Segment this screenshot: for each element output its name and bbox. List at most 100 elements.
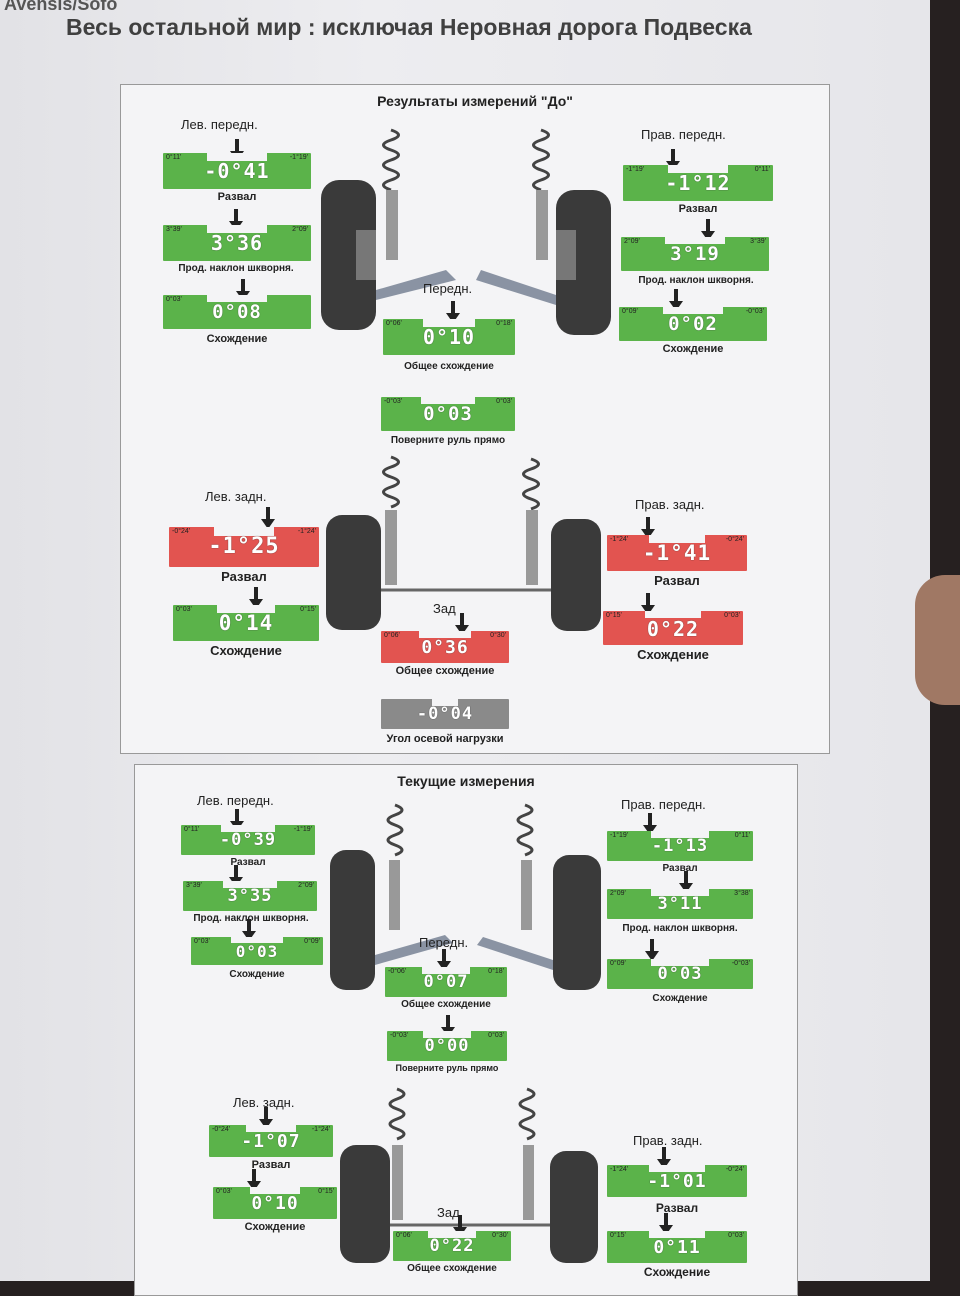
steering-value: 0°03 [423,403,473,426]
rear-left-toe-caption: Схождение [244,1221,306,1233]
rear-total-arrow [455,613,469,635]
front-right-toe-arrow [645,939,659,961]
front-right-caster-caption: Прод. наклон шкворня. [638,275,754,286]
rear-total-toe-gauge: 0°06' 0°30' 0°36 [381,631,509,663]
rear-left-toe-arrow [247,1169,261,1191]
front-total-toe-gauge: -0°06' 0°18' 0°07 [385,967,507,997]
front-right-toe-arrow [669,289,683,311]
rear-right-toe-gauge: 0°15' 0°03' 0°11 [607,1231,747,1263]
rear-right-camber-value: -1°41 [642,541,712,566]
front-right-caster-arrow [701,219,715,241]
rear-right-toe-caption: Схождение [643,1265,711,1279]
printout-sheet: Avensis/Sofo Весь остальной мир : исключ… [0,0,930,1296]
front-right-camber-value: -1°12 [665,171,731,196]
front-right-camber-gauge: -1°19' 0°11' -1°13 [607,831,753,861]
rear-left-camber-arrow [259,1107,273,1129]
rear-right-camber-arrow [657,1147,671,1169]
rear-total-label: Зад [437,1205,460,1220]
front-left-camber-caption: Развал [230,857,266,868]
spec-region-header: Весь остальной мир : исключая Неровная д… [66,14,752,40]
thumb [915,575,960,705]
rear-left-toe-gauge: 0°03' 0°15' 0°10 [213,1187,337,1219]
front-left-caster-value: 3°36 [210,231,264,256]
rear-right-camber-gauge: -1°24' -0°24' -1°41 [607,535,747,571]
front-total-caption: Общее схождение [401,999,491,1010]
front-left-toe-caption: Схождение [206,333,268,345]
front-right-caster-caption: Прод. наклон шкворня. [622,923,738,934]
front-right-toe-gauge: 0°09' -0°03' 0°02 [619,307,767,341]
front-left-toe-gauge: 0°03' 0°09' 0°03 [191,937,323,965]
steering-gauge: -0°03' 0°03' 0°00 [387,1031,507,1061]
rear-right-toe-gauge: 0°15' 0°03' 0°22 [603,611,743,645]
rear-left-label: Лев. задн. [233,1095,295,1110]
rear-left-camber-value: -1°25 [208,534,280,560]
vehicle-model-header: Avensis/Sofo [4,0,118,14]
rear-left-toe-gauge: 0°03' 0°15' 0°14 [173,605,319,641]
front-left-toe-arrow [242,919,256,941]
thrust-angle-value: -0°04 [416,704,474,725]
front-right-camber-gauge: -1°19' 0°11' -1°12 [623,165,773,201]
rear-total-toe-value: 0°36 [421,636,469,658]
front-left-toe-value: 0°03 [235,942,279,962]
rear-right-toe-caption: Схождение [637,647,709,662]
rear-left-camber-caption: Развал [251,1159,291,1171]
panel-before-measurements: Результаты измерений "До" Лев. передн. 0… [120,84,830,754]
rear-suspension-illustration [326,455,601,631]
rear-total-label: Зад [433,601,456,616]
front-right-label: Прав. передн. [621,797,706,812]
front-total-label: Передн. [419,935,469,950]
front-left-camber-gauge: 0°11' -1°19' -0°39 [181,825,315,855]
front-total-caption: Общее схождение [404,361,494,372]
steering-caption: Поверните руль прямо [395,1063,499,1073]
rear-right-toe-value: 0°11 [653,1236,701,1258]
rear-total-caption: Общее схождение [407,1263,497,1274]
rear-left-camber-caption: Развал [221,569,267,584]
rear-right-toe-value: 0°22 [646,617,700,642]
rear-right-label: Прав. задн. [635,497,705,512]
front-total-toe-value: 0°10 [422,325,476,350]
front-right-camber-caption: Развал [678,203,718,215]
rear-right-camber-arrow [641,517,655,539]
rear-left-toe-value: 0°14 [218,611,274,636]
front-total-label: Передн. [423,281,473,296]
front-right-caster-arrow [679,871,693,893]
front-right-caster-value: 3°11 [657,894,703,915]
panel-title: Результаты измерений "До" [377,93,573,109]
front-left-toe-caption: Схождение [229,969,285,980]
front-total-toe-value: 0°07 [423,972,469,993]
steering-caption: Поверните руль прямо [390,435,506,446]
front-left-camber-gauge: 0°11' -1°19' -0°41 [163,153,311,189]
front-left-caster-caption: Прод. наклон шкворня. [178,263,294,274]
front-left-camber-caption: Развал [217,191,257,203]
rear-left-camber-gauge: -0°24' -1°24' -1°07 [209,1125,333,1157]
front-right-camber-value: -1°13 [651,836,709,857]
front-total-toe-gauge: 0°06' 0°18' 0°10 [383,319,515,355]
front-suspension-illustration [321,128,611,335]
panel-title: Текущие измерения [397,773,535,789]
steering-gauge: -0°03' 0°03' 0°03 [381,397,515,431]
rear-total-toe-gauge: 0°06' 0°30' 0°22 [393,1231,511,1261]
front-right-toe-value: 0°03 [657,964,703,985]
front-right-caster-gauge: 2°09' 3°38' 3°11 [607,889,753,919]
rear-suspension-illustration [340,1087,598,1263]
thrust-angle-caption: Угол осевой нагрузки [386,733,504,745]
rear-right-toe-arrow [659,1213,673,1235]
rear-right-toe-arrow [641,593,655,615]
front-right-toe-caption: Схождение [662,343,724,355]
front-right-caster-gauge: 2°09' 3°39' 3°19 [621,237,769,271]
front-left-toe-gauge: 0°03' 0°08 [163,295,311,329]
rear-left-toe-value: 0°10 [251,1192,299,1214]
rear-right-camber-caption: Развал [655,1201,699,1215]
panel-current-measurements: Текущие измерения Лев. передн. 0°11' -1°… [134,764,798,1296]
front-left-caster-gauge: 3°39' 2°09' 3°35 [183,881,317,911]
front-total-arrow [437,949,451,971]
rear-right-camber-gauge: -1°24' -0°24' -1°01 [607,1165,747,1197]
front-right-camber-caption: Развал [662,863,698,874]
thrust-angle-gauge: -0°04 [381,699,509,729]
rear-left-label: Лев. задн. [205,489,267,504]
front-left-caster-value: 3°35 [227,886,273,907]
front-suspension-illustration [330,803,601,990]
rear-right-camber-caption: Развал [654,573,700,588]
rear-right-label: Прав. задн. [633,1133,703,1148]
rear-left-camber-gauge: -0°24' -1°24' -1°25 [169,527,319,567]
